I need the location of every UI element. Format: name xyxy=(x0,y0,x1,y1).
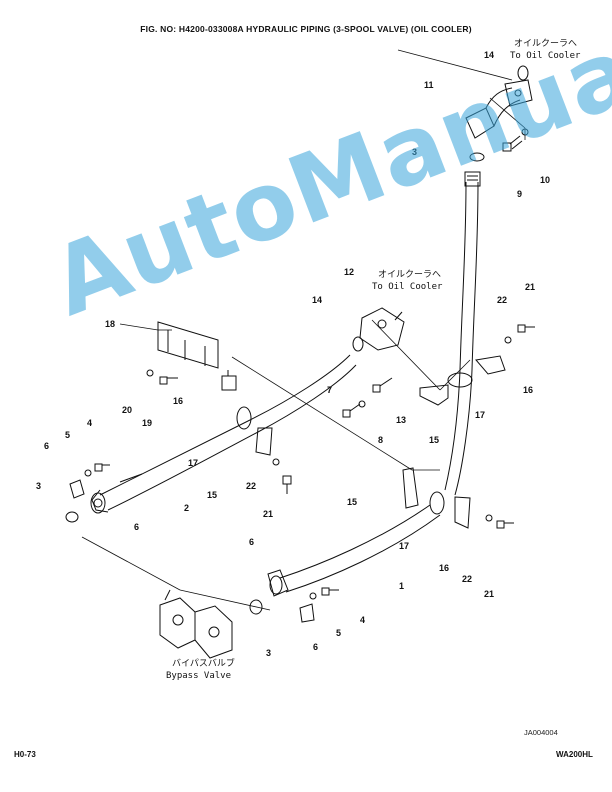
label-20: 20 xyxy=(122,405,132,415)
elbow-fitting-11 xyxy=(465,79,533,139)
callout-oil-cooler-mid-en: To Oil Cooler xyxy=(372,282,443,292)
label-16-lower: 16 xyxy=(439,563,449,573)
clamp-16-lower xyxy=(454,496,471,529)
bracket-18 xyxy=(157,321,219,369)
label-4-lower: 4 xyxy=(360,615,365,625)
label-22-lower: 22 xyxy=(462,574,472,584)
label-9: 9 xyxy=(517,189,522,199)
label-22-mid: 22 xyxy=(246,481,256,491)
part-labels: 14 11 3 9 10 12 14 22 21 18 7 16 20 19 1… xyxy=(36,50,550,658)
washer-22-lower xyxy=(485,514,493,522)
label-16-upper: 16 xyxy=(523,385,533,395)
label-6-left: 6 xyxy=(44,441,49,451)
o-ring-3-left xyxy=(65,511,79,523)
label-14-mid: 14 xyxy=(312,295,322,305)
clamp-15-mid xyxy=(402,467,419,509)
bolt-21-upper xyxy=(517,324,535,333)
figure-title: FIG. NO: H4200-033008A HYDRAULIC PIPING … xyxy=(140,24,472,34)
label-22-upper: 22 xyxy=(497,295,507,305)
label-10: 10 xyxy=(540,175,550,185)
bolt-4-lower xyxy=(321,587,339,596)
washer-5-left xyxy=(84,469,92,477)
label-17-lower: 17 xyxy=(399,541,409,551)
label-6-lower: 6 xyxy=(313,642,318,652)
o-ring-3-lower xyxy=(249,599,263,615)
clamp-15-left xyxy=(255,427,273,456)
label-8: 8 xyxy=(378,435,383,445)
label-5-left: 5 xyxy=(65,430,70,440)
washer-20 xyxy=(146,369,154,377)
label-15-left: 15 xyxy=(207,490,217,500)
clamp-6-left xyxy=(69,479,85,499)
washer-22-mid xyxy=(272,458,280,466)
label-6-lower-top: 6 xyxy=(249,537,254,547)
model-name: WA200HL xyxy=(556,750,593,759)
label-15-upper: 15 xyxy=(429,435,439,445)
bolt-21-lower xyxy=(496,520,514,529)
label-21-lower: 21 xyxy=(484,589,494,599)
label-21-upper: 21 xyxy=(525,282,535,292)
callout-oil-cooler-top-jp: オイルクーラへ xyxy=(514,39,578,49)
page-number: H0-73 xyxy=(14,750,36,759)
label-13: 13 xyxy=(396,415,406,425)
label-5-lower: 5 xyxy=(336,628,341,638)
grommet-17-lower xyxy=(429,491,445,515)
callout-oil-cooler-mid: オイルクーラへ To Oil Cooler xyxy=(372,269,442,293)
o-ring-3-top xyxy=(469,152,485,162)
bypass-valve xyxy=(159,589,233,659)
label-12: 12 xyxy=(344,267,354,277)
hose-1 xyxy=(267,504,441,597)
bolt-8 xyxy=(342,400,366,418)
clamp-15-upper xyxy=(419,384,449,406)
label-15-mid: 15 xyxy=(347,497,357,507)
bolt-19 xyxy=(159,376,178,385)
callout-oil-cooler-top: オイルクーラへ To Oil Cooler xyxy=(510,38,580,62)
callout-oil-cooler-mid-jp: オイルクーラへ xyxy=(378,270,442,280)
bolt-4-left xyxy=(94,463,110,472)
bolt-9 xyxy=(502,135,523,152)
label-11: 11 xyxy=(424,80,434,90)
label-17-upper: 17 xyxy=(475,410,485,420)
long-hose-to-oil-cooler xyxy=(444,171,481,496)
bolt-13 xyxy=(372,377,393,393)
callout-bypass-valve: バイパスバルブ Bypass Valve xyxy=(166,658,235,682)
label-21-mid: 21 xyxy=(263,509,273,519)
clamp-6-lower xyxy=(299,603,315,623)
o-ring-14-top xyxy=(517,65,529,81)
label-17-left: 17 xyxy=(188,458,198,468)
label-19: 19 xyxy=(142,418,152,428)
washer-5-lower xyxy=(309,592,317,600)
label-2: 2 xyxy=(184,503,189,513)
label-3-top: 3 xyxy=(412,147,417,157)
label-18: 18 xyxy=(105,319,115,329)
label-16-left: 16 xyxy=(173,396,183,406)
bolt-21-mid xyxy=(282,475,292,494)
o-ring-14-mid xyxy=(352,336,364,352)
leader-lines xyxy=(81,49,526,611)
label-7: 7 xyxy=(327,385,332,395)
label-3-left: 3 xyxy=(36,481,41,491)
callout-bypass-en: Bypass Valve xyxy=(166,671,232,681)
washer-10 xyxy=(521,128,529,136)
label-6-mid: 6 xyxy=(134,522,139,532)
callout-oil-cooler-top-en: To Oil Cooler xyxy=(510,51,581,61)
drawing-code: JA004004 xyxy=(524,728,558,737)
hose-2 xyxy=(90,354,357,514)
label-1: 1 xyxy=(399,581,404,591)
flange-12 xyxy=(359,307,405,351)
grommet-17-left xyxy=(236,406,252,430)
clamp-16-left xyxy=(221,370,237,391)
callout-bypass-jp: バイパスバルブ xyxy=(172,659,235,669)
grommet-17-upper xyxy=(447,372,473,388)
label-4-left: 4 xyxy=(87,418,92,428)
washer-22-upper xyxy=(504,336,512,344)
label-3-lower: 3 xyxy=(266,648,271,658)
clamp-16-upper xyxy=(475,355,506,375)
label-14-top: 14 xyxy=(484,50,494,60)
